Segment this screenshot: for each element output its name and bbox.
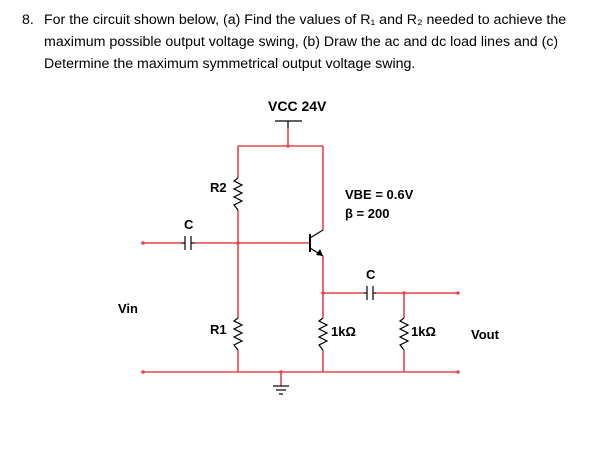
question-line-3: Determine the maximum symmetrical output… <box>44 56 416 72</box>
npn-transistor <box>309 229 324 257</box>
rl-value-label: 1kΩ <box>411 324 436 339</box>
vout-label: Vout <box>471 327 500 342</box>
vbe-label: VBE = 0.6V <box>345 187 414 202</box>
vin-label: Vin <box>118 301 138 316</box>
terminal-dots <box>141 144 460 374</box>
input-capacitor-label: C <box>184 217 194 232</box>
r1-label: R1 <box>210 322 227 337</box>
re-resistor <box>317 317 329 351</box>
vcc-label: VCC 24V <box>268 98 327 114</box>
r2-label: R2 <box>210 180 227 195</box>
output-capacitor-label: C <box>366 267 376 282</box>
r2-resistor <box>232 177 244 211</box>
output-capacitor <box>364 286 376 300</box>
rl-resistor <box>398 317 410 351</box>
input-capacitor <box>181 236 195 250</box>
question-text: 8. For the circuit shown below, (a) Find… <box>22 9 602 75</box>
question-line-1: For the circuit shown below, (a) Find th… <box>44 12 567 28</box>
re-value-label: 1kΩ <box>331 324 356 339</box>
question-number: 8. <box>22 12 34 28</box>
ground-symbol <box>273 385 289 395</box>
circuit-components <box>181 120 410 395</box>
question-line-2: maximum possible output voltage swing, (… <box>44 34 559 50</box>
r1-resistor <box>232 317 244 351</box>
circuit-wires <box>143 128 458 386</box>
beta-label: β = 200 <box>345 206 389 221</box>
